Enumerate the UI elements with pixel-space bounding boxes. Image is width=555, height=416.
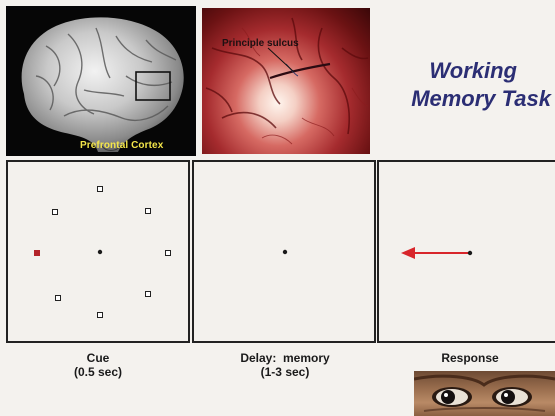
cortex-surface-illustration [202,8,370,154]
fixation-point [98,250,102,254]
principle-sulcus-label: Principle sulcus [222,38,299,49]
target-square [56,296,61,301]
cue-panel [6,160,190,343]
brain-illustration [6,6,196,156]
delay-panel [192,160,376,343]
target-square [53,210,58,215]
target-square [98,187,103,192]
title-line-1: Working [429,58,517,84]
target-square [146,209,151,214]
monkey-eyes-photo [414,371,555,416]
response-display [379,162,555,345]
cue-caption: Cue (0.5 sec) [58,351,138,379]
target-square [166,251,171,256]
prefrontal-cortex-label: Prefrontal Cortex [80,140,163,151]
brain-photo: Prefrontal Cortex [6,6,196,156]
arrow-head-icon [401,247,415,259]
target-square [98,313,103,318]
eyes-illustration [414,371,555,416]
fixation-point [283,250,287,254]
sulcus-photo: Principle sulcus [202,8,370,154]
response-panel [377,160,555,343]
target-square [146,292,151,297]
response-caption-line-1: Response [415,351,525,365]
cued-target-square [34,250,40,256]
response-caption: Response [415,351,525,365]
fixation-point [468,251,472,255]
cue-caption-line-1: Cue [58,351,138,365]
delay-caption: Delay: memory (1-3 sec) [215,351,355,379]
cue-target-array [8,162,192,345]
delay-display [194,162,378,345]
delay-caption-line-1: Delay: memory [215,351,355,365]
cue-caption-line-2: (0.5 sec) [58,365,138,379]
title-line-2: Memory Task [411,86,551,112]
delay-caption-line-2: (1-3 sec) [215,365,355,379]
